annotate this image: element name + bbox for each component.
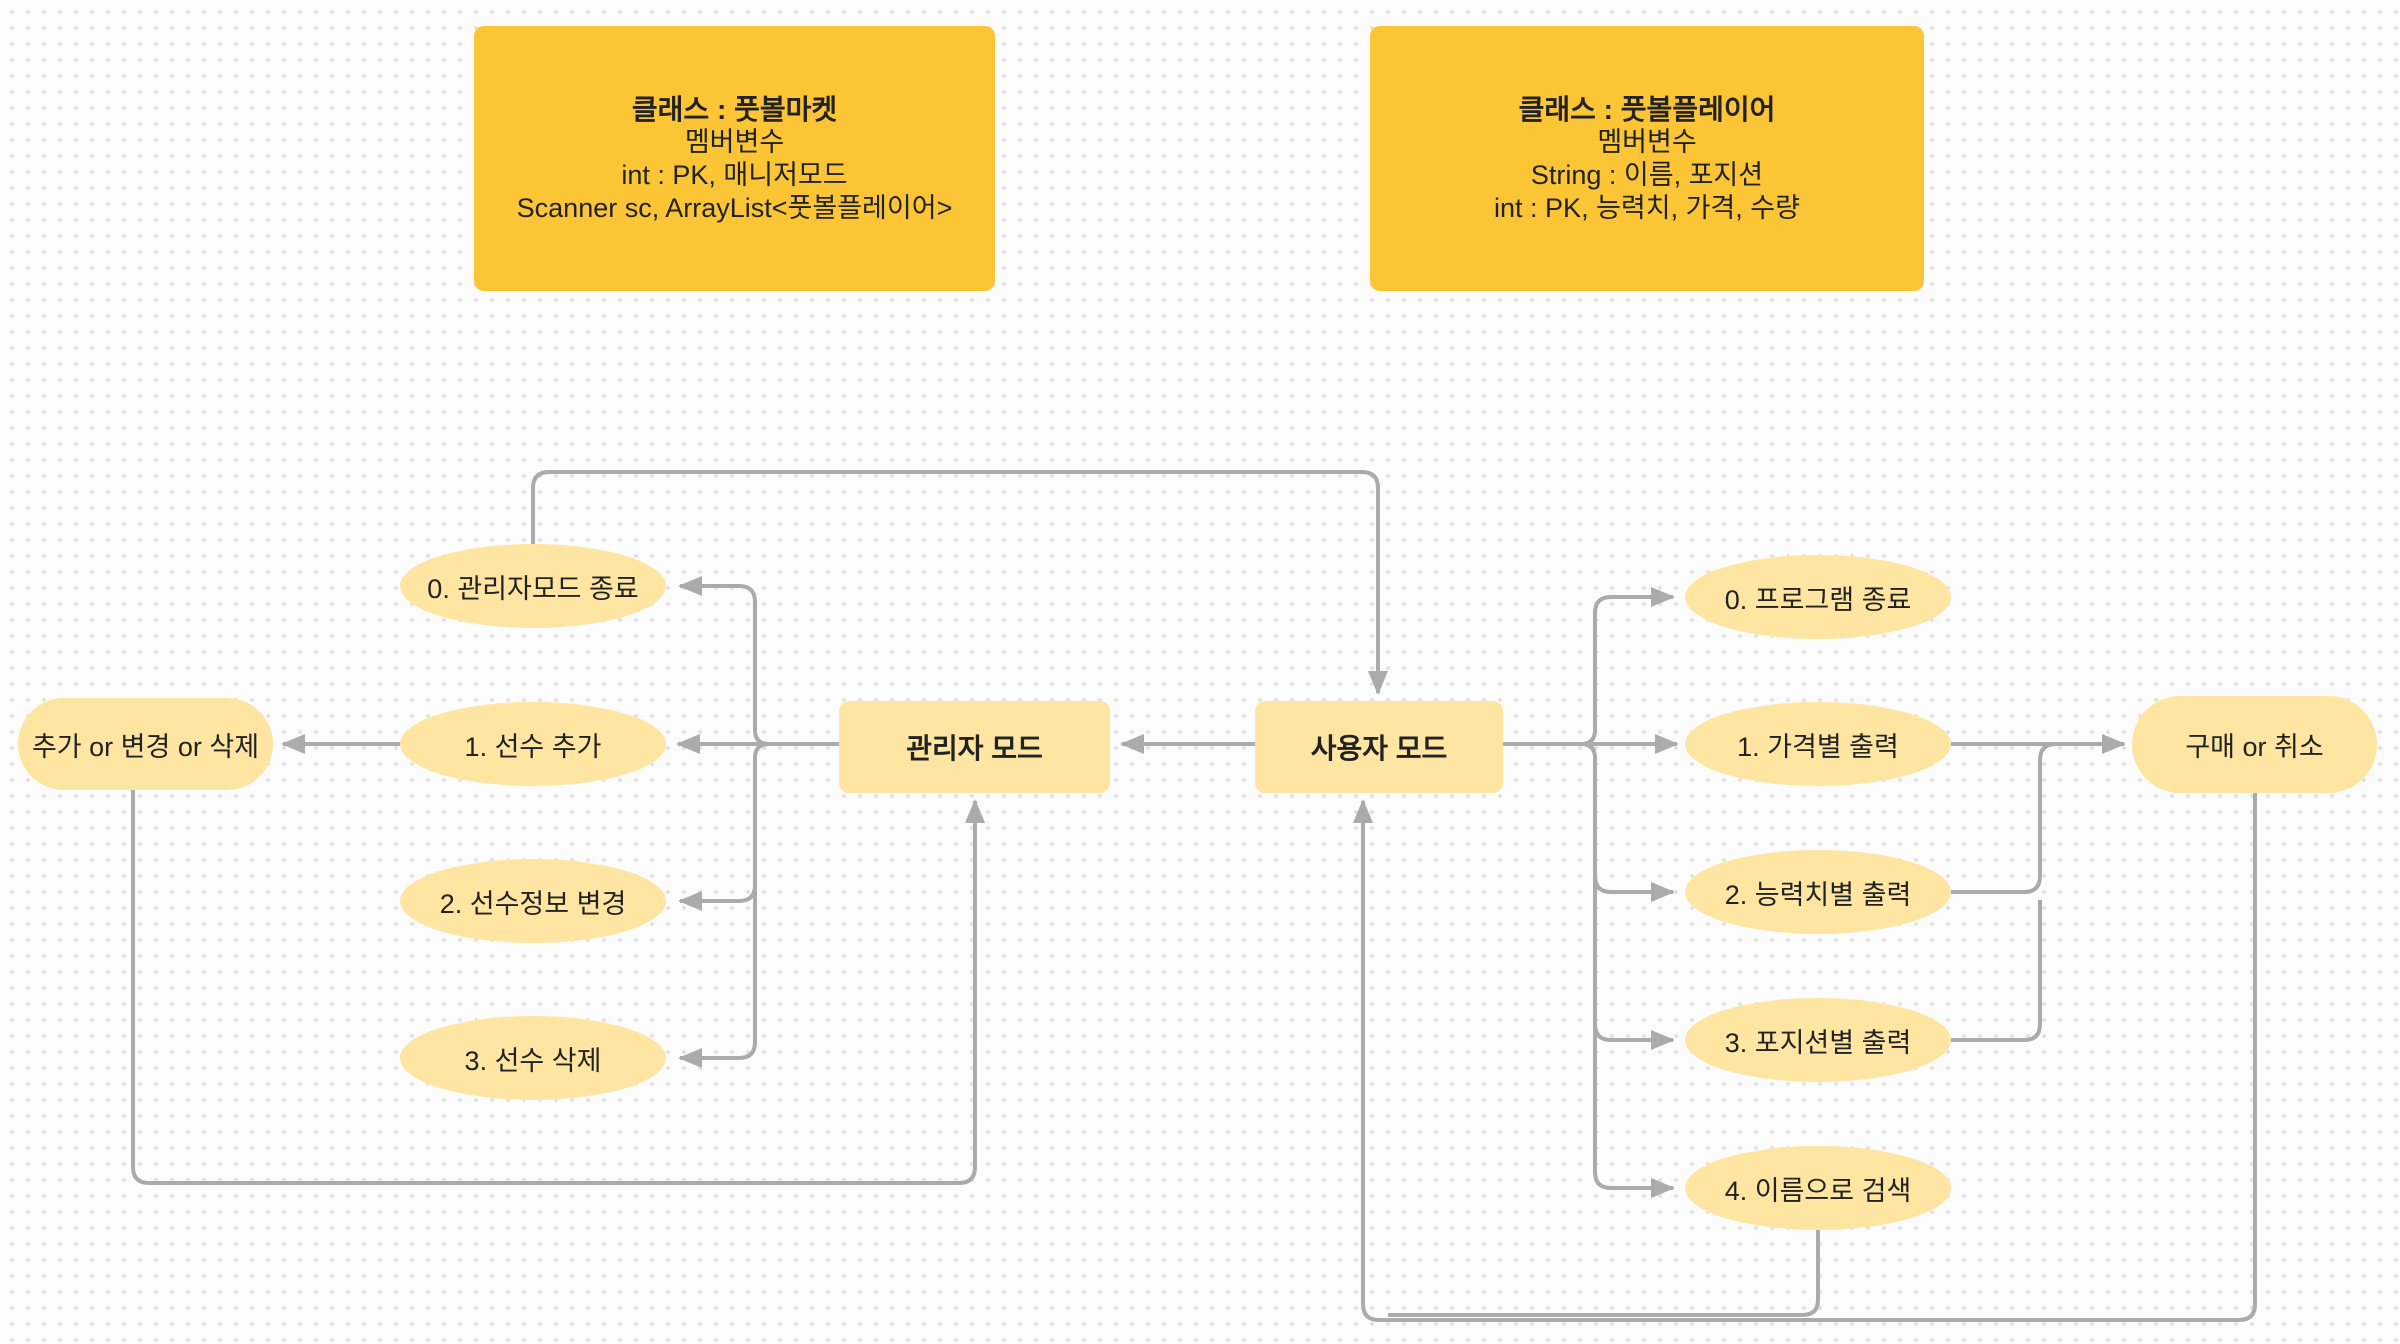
option-label: 4. 이름으로 검색 <box>1724 1175 1912 1206</box>
connector-user-to-uoption4[interactable] <box>1593 1020 1675 1198</box>
admin-option-change-player[interactable]: 2. 선수정보 변경 <box>400 859 666 943</box>
connector-user-to-uoption0[interactable] <box>1580 587 1675 746</box>
connector-user-to-uoption3[interactable] <box>1593 870 1675 1050</box>
connector-exitadmin-to-user[interactable] <box>531 470 1388 695</box>
connector-action-to-admin[interactable] <box>131 790 985 1185</box>
action-node-buy-cancel[interactable]: 구매 or 취소 <box>2132 696 2377 793</box>
connector-admin-to-option3[interactable] <box>678 880 757 1068</box>
mode-label: 관리자 모드 <box>906 733 1043 764</box>
connector-uoption2-to-buy[interactable] <box>1951 742 2057 894</box>
connector-user-to-uoption2[interactable] <box>1580 742 1675 902</box>
user-option-print-by-position[interactable]: 3. 포지션별 출력 <box>1685 998 1951 1082</box>
user-option-print-by-price[interactable]: 1. 가격별 출력 <box>1685 702 1951 786</box>
mode-label: 사용자 모드 <box>1310 733 1448 764</box>
user-option-exit-program[interactable]: 0. 프로그램 종료 <box>1685 555 1951 639</box>
class-member-line: Scanner sc, ArrayList<풋볼플레이어> <box>516 192 953 223</box>
user-mode-node[interactable]: 사용자 모드 <box>1255 701 1503 793</box>
connector-uoption3-to-buy[interactable] <box>1951 900 2042 1042</box>
option-label: 0. 프로그램 종료 <box>1724 584 1912 615</box>
connector-admin-to-option2[interactable] <box>678 742 770 911</box>
class-member-line: String : 이름, 포지션 <box>1530 159 1764 190</box>
user-option-search-by-name[interactable]: 4. 이름으로 검색 <box>1685 1146 1951 1230</box>
class-member-line: int : PK, 매니저모드 <box>621 159 848 190</box>
option-label: 3. 선수 삭제 <box>464 1045 602 1076</box>
admin-mode-node[interactable]: 관리자 모드 <box>839 701 1110 793</box>
class-title: 클래스 : 풋볼플레이어 <box>1518 93 1776 125</box>
option-label: 0. 관리자모드 종료 <box>427 573 639 604</box>
class-title: 클래스 : 풋볼마켓 <box>631 93 838 125</box>
option-label: 2. 능력치별 출력 <box>1724 879 1912 910</box>
connector-admin-to-option0[interactable] <box>678 576 770 746</box>
admin-option-delete-player[interactable]: 3. 선수 삭제 <box>400 1016 666 1100</box>
option-label: 1. 선수 추가 <box>464 731 602 762</box>
option-label: 3. 포지션별 출력 <box>1724 1027 1912 1058</box>
action-label: 구매 or 취소 <box>2185 732 2324 762</box>
class-node-football-player[interactable]: 클래스 : 풋볼플레이어 멤버변수 String : 이름, 포지션 int :… <box>1370 26 1924 291</box>
action-node-add-change-delete[interactable]: 추가 or 변경 or 삭제 <box>18 698 273 790</box>
option-label: 2. 선수정보 변경 <box>439 888 627 919</box>
admin-option-exit[interactable]: 0. 관리자모드 종료 <box>400 544 666 628</box>
class-node-football-market[interactable]: 클래스 : 풋볼마켓 멤버변수 int : PK, 매니저모드 Scanner … <box>474 26 995 291</box>
class-member-header: 멤버변수 <box>1597 126 1697 157</box>
connector-buy-to-user[interactable] <box>1353 793 2257 1322</box>
connector-uoption4-return[interactable] <box>1388 1230 1820 1317</box>
class-member-header: 멤버변수 <box>684 126 785 157</box>
user-option-print-by-ability[interactable]: 2. 능력치별 출력 <box>1685 850 1951 934</box>
option-label: 1. 가격별 출력 <box>1737 731 1899 762</box>
class-member-line: int : PK, 능력치, 가격, 수량 <box>1494 192 1800 223</box>
admin-option-add-player[interactable]: 1. 선수 추가 <box>400 702 666 786</box>
action-label: 추가 or 변경 or 삭제 <box>31 731 260 762</box>
